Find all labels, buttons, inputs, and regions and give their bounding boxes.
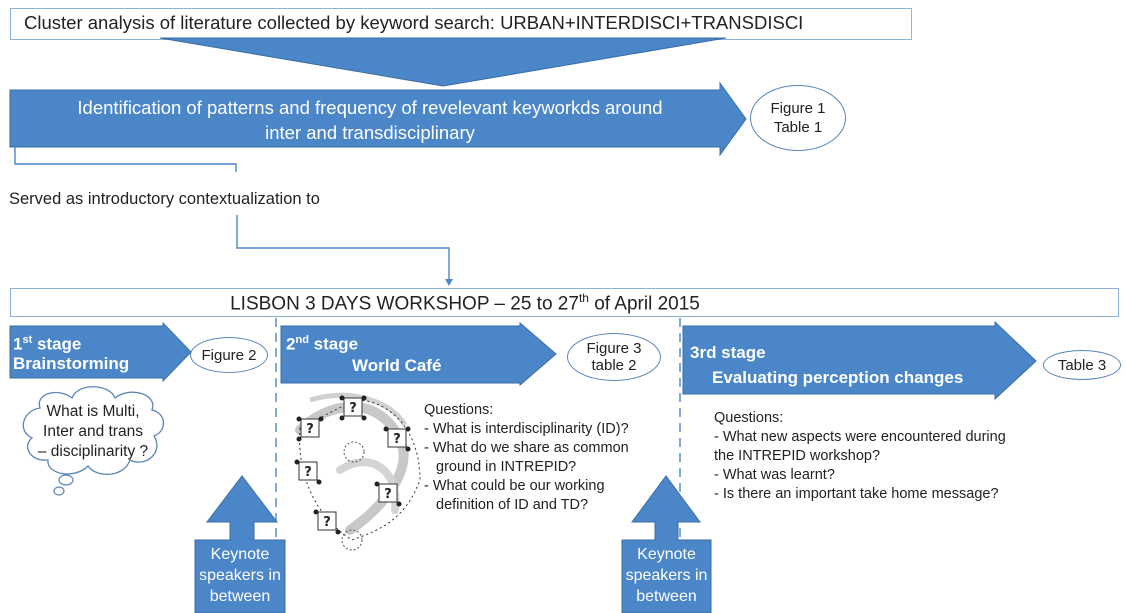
table1-label: Table 1 — [773, 119, 823, 136]
figure1-table1-ellipse: Figure 1 Table 1 — [750, 85, 846, 151]
workshop-prefix: LISBON 3 DAYS WORKSHOP – 25 to 27 — [230, 293, 579, 315]
top-keyword-text: Cluster analysis of literature collected… — [24, 12, 804, 33]
stage1-num: 1 — [13, 334, 23, 354]
workshop-suffix: of April 2015 — [588, 293, 700, 315]
identification-line2: inter and transdisciplinary — [265, 122, 475, 143]
stage2-name: World Café — [352, 356, 442, 375]
cloud-line2: Inter and trans — [43, 423, 143, 440]
figure1-label: Figure 1 — [770, 100, 826, 117]
stage3-title: 3rd stage — [690, 343, 766, 362]
table3-label: Table 3 — [1057, 356, 1107, 374]
stage3-question: - What new aspects were encountered duri… — [714, 429, 1006, 445]
stage2-sup: nd — [295, 334, 309, 346]
stage3-question: - Is there an important take home messag… — [714, 486, 999, 502]
workshop-title: LISBON 3 DAYS WORKSHOP – 25 to 27th of A… — [10, 291, 920, 315]
svg-text:?: ? — [323, 515, 331, 530]
svg-text:?: ? — [304, 465, 312, 480]
top-keyword-box — [10, 8, 912, 40]
stage3-question: the INTREPID workshop? — [714, 448, 881, 464]
stage2-title: 2nd stage — [286, 330, 358, 355]
keynote-line2: speakers in — [625, 567, 708, 584]
figure2-label: Figure 2 — [201, 346, 257, 364]
keynote-line1: Keynote — [637, 546, 696, 563]
svg-text:?: ? — [384, 487, 392, 502]
table3-ellipse: Table 3 — [1043, 350, 1121, 380]
stage2-question: - What is interdisciplinarity (ID)? — [424, 421, 629, 437]
stage1-title: 1st stage — [13, 330, 81, 355]
figure3-label: Figure 3 — [586, 340, 642, 357]
identification-line1: Identification of patterns and frequency… — [77, 97, 663, 118]
workshop-box — [10, 288, 1119, 317]
stage3-questions-title: Questions: — [714, 410, 784, 426]
svg-text:?: ? — [349, 401, 357, 416]
served-text: Served as introductory contextualization… — [9, 190, 320, 208]
stage3-question: - What was learnt? — [714, 467, 835, 483]
stage1-name: Brainstorming — [13, 354, 130, 373]
keynote-line3: between — [636, 588, 697, 605]
keynote-text-left: Keynote speakers in between — [195, 544, 285, 607]
stage2-question: - What do we share as common — [424, 440, 629, 456]
keynote-line1: Keynote — [210, 546, 270, 563]
stage1-sup: st — [22, 334, 33, 346]
figure3-table2-ellipse: Figure 3 table 2 — [567, 333, 661, 381]
cloud-line1: What is Multi, — [46, 403, 140, 420]
keynote-line2: speakers in — [199, 567, 281, 584]
stage2-questions: Questions: - What is interdisciplinarity… — [424, 401, 629, 515]
stage2-num: 2 — [286, 334, 296, 354]
identification-text: Identification of patterns and frequency… — [20, 95, 720, 145]
keynote-text-right: Keynote speakers in between — [622, 544, 711, 607]
stage2-question: ground in INTREPID? — [436, 459, 577, 475]
svg-text:?: ? — [393, 432, 401, 447]
stage3-name: Evaluating perception changes — [712, 368, 964, 387]
stage1-word: stage — [32, 334, 82, 354]
cloud-line3: – disciplinarity ? — [37, 443, 149, 460]
workshop-sup: th — [578, 291, 589, 305]
keynote-line3: between — [209, 588, 271, 605]
stage3-questions: Questions: - What new aspects were encou… — [714, 409, 1006, 504]
figure2-ellipse: Figure 2 — [190, 337, 268, 373]
svg-text:?: ? — [306, 422, 314, 437]
cloud-text: What is Multi, Inter and trans – discipl… — [30, 402, 156, 462]
stage2-question: definition of ID and TD? — [436, 497, 589, 513]
stage2-question: - What could be our working — [424, 478, 605, 494]
stage2-questions-title: Questions: — [424, 402, 494, 418]
table2-label: table 2 — [591, 357, 637, 374]
stage2-word: stage — [308, 334, 359, 354]
